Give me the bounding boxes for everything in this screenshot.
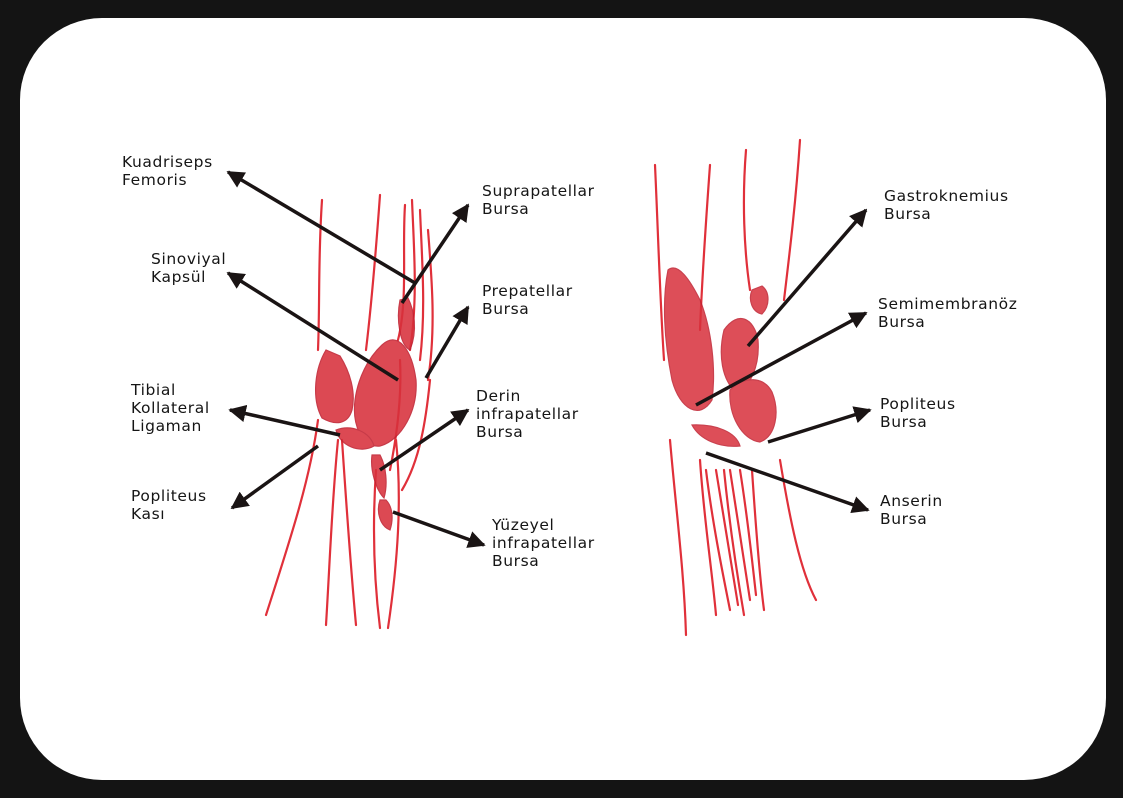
label-sinovial-kapsul: Sinoviyal Kapsül [151,250,226,286]
label-anserin-bursa: Anserin Bursa [880,492,943,528]
arrow-kuadriseps-femoris [228,172,415,283]
label-derin-infrapatellar-bursa: Derin infrapatellar Bursa [476,387,579,441]
label-prepatellar-bursa: Prepatellar Bursa [482,282,573,318]
label-suprapatellar-bursa: Suprapatellar Bursa [482,182,595,218]
label-gastroknemius-bursa: Gastroknemius Bursa [884,187,1009,223]
left-knee-fills [316,298,417,530]
arrow-popliteus-bursa [768,410,870,442]
label-tibial-kollateral-ligaman: Tibial Kollateral Ligaman [131,381,210,435]
right-knee-fills [665,268,776,446]
label-popliteus-bursa: Popliteus Bursa [880,395,956,431]
label-kuadriseps-femoris: Kuadriseps Femoris [122,153,213,189]
label-yuzeyel-infrapatellar-bursa: Yüzeyel infrapatellar Bursa [492,516,595,570]
label-semimembranoz-bursa: Semimembranöz Bursa [878,295,1017,331]
left-callout-arrows [228,172,484,545]
arrow-gastroknemius [748,210,866,346]
label-popliteus-kasi: Popliteus Kası [131,487,207,523]
arrow-yuzeyel-infrapatellar [393,512,484,545]
arrow-popliteus-kasi [232,446,318,508]
